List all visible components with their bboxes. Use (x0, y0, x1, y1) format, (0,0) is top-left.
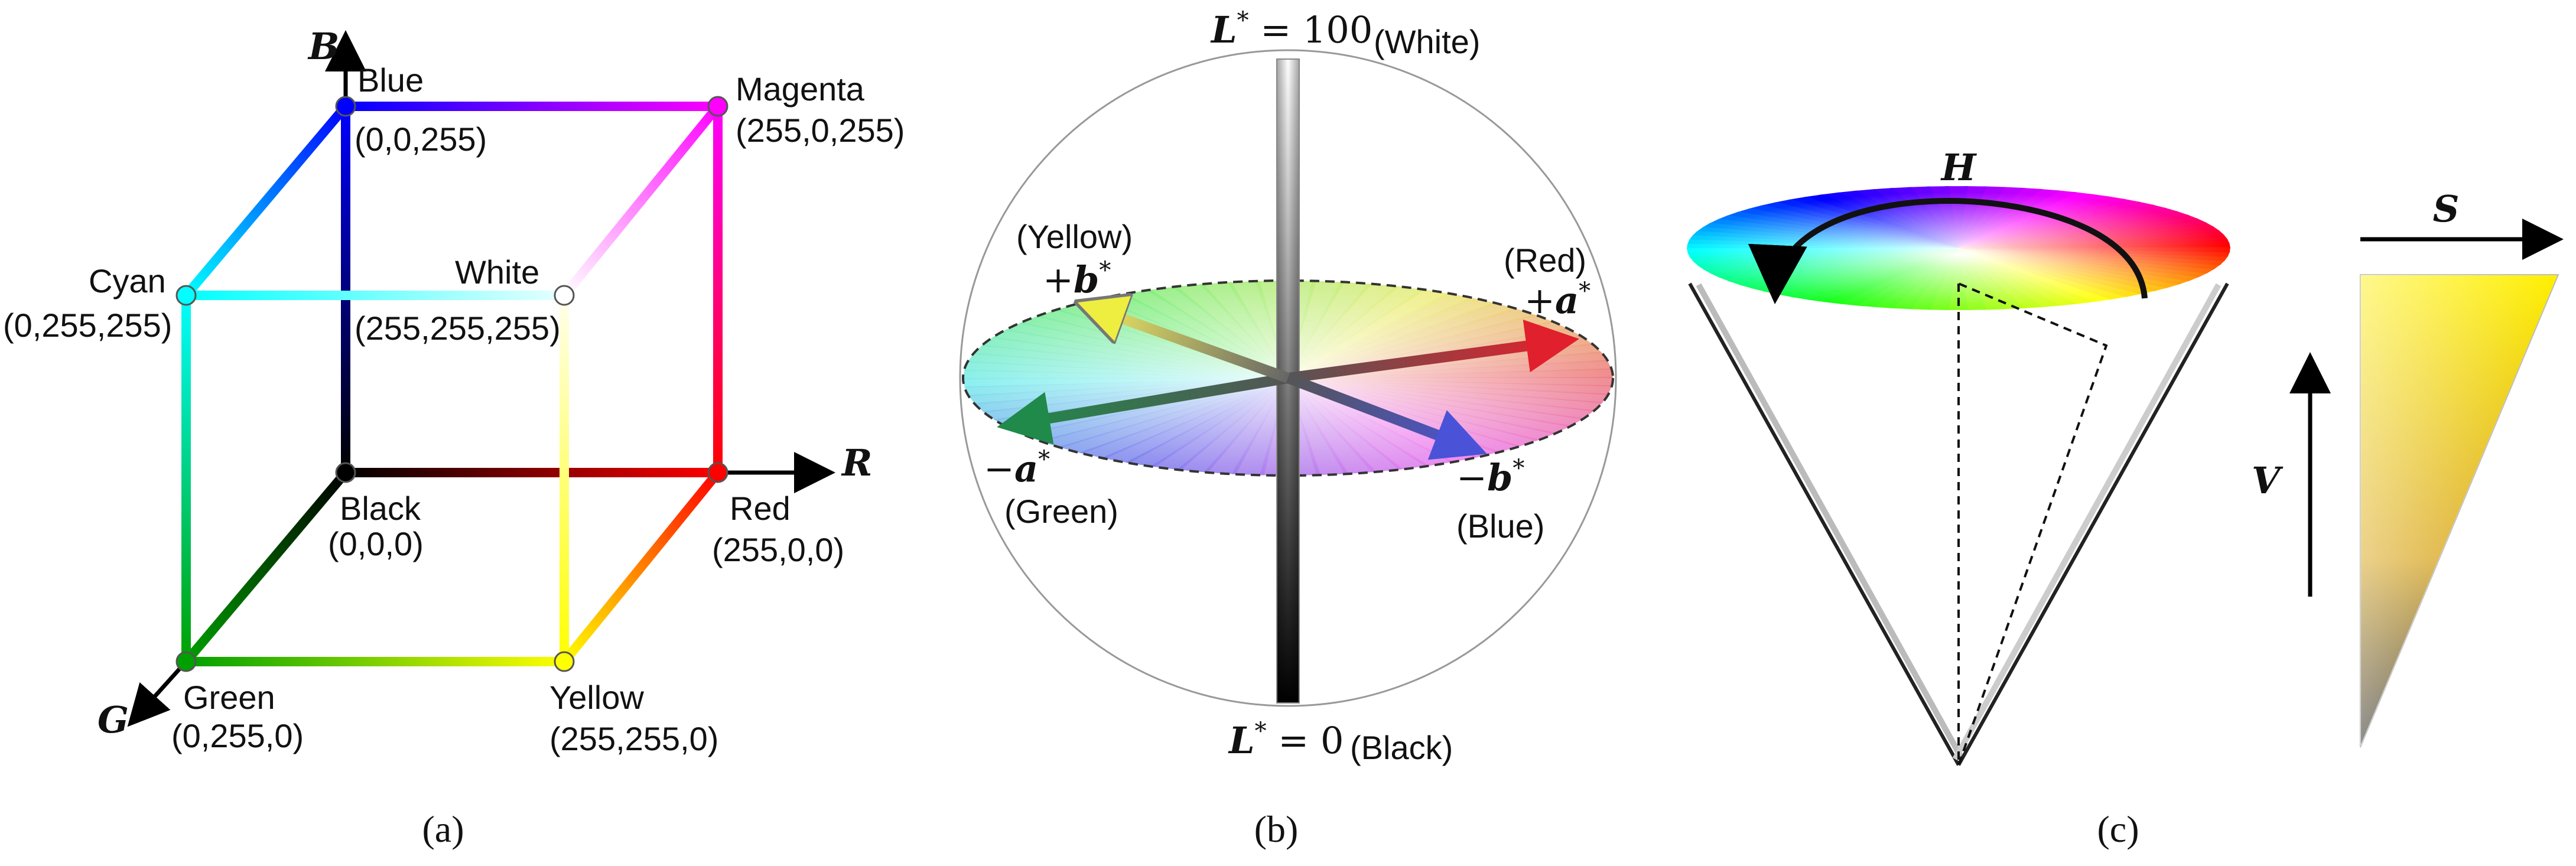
cube-edge (560, 102, 723, 300)
hue-disk-center (1687, 192, 2230, 316)
caption-c: (c) (2097, 808, 2139, 850)
pos-b-arrow (1084, 305, 1290, 383)
vertex-dot (707, 462, 728, 483)
lab-sphere-outline (959, 49, 1617, 707)
vertex-name-blue: Blue (357, 61, 424, 99)
rgb-cube-panel: B R G Blue (0,0,255) Magenta (255,0,255) Cyan (0… (3, 25, 905, 850)
vertex-coords-yellow: (255,255,0) (549, 720, 718, 757)
vertex-name-black: Black (340, 490, 421, 527)
vertex-coords-cyan: (0,255,255) (3, 307, 172, 344)
vertex-dot (335, 462, 356, 483)
v-label: V (2252, 459, 2284, 502)
vertex-dot (707, 96, 728, 117)
vertex-dot (335, 96, 356, 117)
cube-edge (560, 468, 723, 666)
l-bottom-note: (Black) (1350, 729, 1453, 766)
l-bottom-label: L* = 0 (1228, 718, 1344, 762)
cone-left-edge (1688, 282, 1960, 766)
neg-a-note: (Green) (1004, 493, 1118, 530)
caption-b: (b) (1254, 808, 1299, 850)
s-label: S (2433, 187, 2460, 230)
vertex-name-green: Green (183, 679, 275, 716)
vertex-dot (175, 285, 197, 306)
pos-a-note: (Red) (1504, 242, 1586, 279)
pos-a-label: +a* (1524, 278, 1591, 322)
cube-edge (181, 468, 350, 666)
vertex-coords-green: (0,255,0) (171, 717, 304, 754)
cone-right-edge (1957, 282, 2229, 766)
cone-right-shade (1952, 283, 2222, 761)
vertex-dot (175, 651, 197, 672)
caption-a: (a) (422, 808, 464, 850)
neg-a-label: −a* (984, 446, 1050, 490)
neg-a-arrow (997, 373, 1289, 445)
vertex-name-yellow: Yellow (549, 679, 644, 716)
cone-left-shade (1696, 283, 1965, 761)
vertex-name-red: Red (730, 490, 791, 527)
b-axis-label: B (307, 25, 339, 68)
vertex-coords-red: (255,0,0) (712, 531, 844, 568)
l-top-label: L* = 100 (1210, 7, 1372, 51)
vertex-dot (554, 651, 575, 672)
sv-triangle-white (2360, 275, 2558, 747)
l-top-note: (White) (1374, 23, 1480, 60)
g-axis-label: G (97, 698, 129, 741)
pos-b-label: +b* (1043, 257, 1111, 301)
cube-edge (181, 102, 350, 300)
vertex-name-cyan: Cyan (89, 262, 166, 299)
g-axis-arrow (127, 660, 188, 727)
neg-b-arrow (1286, 373, 1487, 460)
r-axis-label: R (841, 441, 873, 484)
vertex-coords-white: (255,255,255) (354, 310, 561, 347)
vertex-coords-black: (0,0,0) (328, 525, 424, 562)
pos-b-note: (Yellow) (1016, 218, 1133, 255)
vertex-name-magenta: Magenta (736, 70, 865, 108)
hue-arrow (1748, 197, 2148, 304)
neg-b-label: −b* (1456, 455, 1524, 499)
hsv-cone-panel: H S V (c) (1687, 146, 2564, 850)
cielab-panel: L* = 100(White)L* = 0(Black)(Red)+a*−a*(… (959, 7, 1617, 850)
vertex-coords-magenta: (255,0,255) (736, 112, 905, 149)
vertex-name-white: White (455, 253, 539, 291)
pos-a-arrow (1287, 320, 1579, 383)
vertex-dot (554, 285, 575, 306)
neg-b-note: (Blue) (1456, 507, 1544, 545)
vertex-coords-blue: (0,0,255) (354, 121, 487, 158)
hue-label: H (1940, 146, 1977, 189)
